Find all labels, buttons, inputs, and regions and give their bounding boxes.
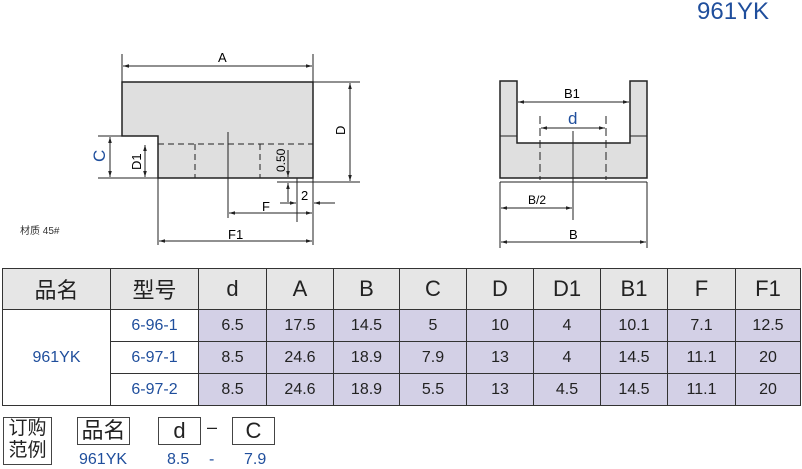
value-cell: 11.1	[667, 373, 736, 406]
header-cell: A	[266, 268, 334, 310]
order-label-top: 订购	[8, 418, 47, 439]
dim-gap-label: 0.50	[274, 148, 288, 172]
value-cell: 6.5	[198, 309, 267, 342]
order-label-bottom: 范例	[8, 440, 47, 461]
c-value: 7.9	[244, 451, 267, 468]
dim-b-half-label: B/2	[528, 193, 546, 207]
value-cell: 20	[735, 373, 801, 406]
dim-2-label: 2	[301, 188, 308, 203]
value-cell: 18.9	[333, 341, 400, 374]
name-value: 961YK	[79, 451, 128, 468]
d-box: d	[158, 417, 201, 445]
header-cell: B1	[600, 268, 668, 310]
header-cell: 型号	[110, 268, 199, 310]
table-row: 6-97-1 8.5 24.6 18.9 7.9 13 4 14.5 11.1 …	[3, 341, 801, 374]
header-cell: 品名	[2, 268, 111, 310]
dim-d-label: D	[333, 126, 348, 135]
c-box: C	[232, 417, 275, 445]
header-cell: F1	[735, 268, 801, 310]
value-cell: 7.1	[667, 309, 736, 342]
dim-f1-label: F1	[228, 227, 243, 242]
header-cell: B	[333, 268, 400, 310]
d-value: 8.5	[167, 451, 190, 468]
dim-c-label: C	[90, 150, 109, 162]
model-cell: 6-97-1	[110, 341, 199, 374]
dim-d1-label: D1	[129, 153, 144, 170]
header-cell: C	[399, 268, 467, 310]
model-cell: 6-97-2	[110, 373, 199, 406]
value-cell: 14.5	[333, 309, 400, 342]
value-cell: 8.5	[198, 341, 267, 374]
value-cell: 13	[466, 341, 534, 374]
table-row: 961YK 6-96-1 6.5 17.5 14.5 5 10 4 10.1 7…	[2, 309, 801, 406]
dash-value: -	[209, 451, 215, 468]
table-header-row: 品名 型号 d A B C D D1 B1 F F1	[2, 268, 801, 310]
value-cell: 17.5	[266, 309, 334, 342]
side-view	[98, 54, 360, 245]
value-cell: 4	[533, 341, 601, 374]
technical-drawing: A D C D1 0.50 2 F F1 材质 45# B1 d B/2 B	[20, 50, 648, 248]
value-cell: 14.5	[600, 341, 668, 374]
value-cell: 11.1	[667, 341, 736, 374]
value-cell: 13	[466, 373, 534, 406]
spec-table: 品名 型号 d A B C D D1 B1 F F1 961YK 6-96-1 …	[2, 268, 801, 406]
value-cell: 20	[735, 341, 801, 374]
header-cell: F	[667, 268, 736, 310]
value-cell: 5.5	[399, 373, 467, 406]
value-cell: 24.6	[266, 373, 334, 406]
value-cell: 12.5	[735, 309, 801, 342]
value-cell: 5	[399, 309, 467, 342]
name-box: 品名	[77, 417, 130, 445]
header-cell: D1	[533, 268, 601, 310]
dash-separator: –	[207, 417, 218, 437]
header-cell: D	[466, 268, 534, 310]
value-cell: 24.6	[266, 341, 334, 374]
dim-f-label: F	[262, 199, 270, 214]
value-cell: 10.1	[600, 309, 668, 342]
product-title: 961YK	[697, 0, 770, 25]
value-cell: 4	[533, 309, 601, 342]
header-cell: d	[198, 268, 267, 310]
dim-b1-label: B1	[564, 86, 580, 101]
material-note: 材质 45#	[20, 224, 60, 237]
value-cell: 14.5	[600, 373, 668, 406]
value-cell: 7.9	[399, 341, 467, 374]
value-cell: 8.5	[198, 373, 267, 406]
dim-b-label: B	[569, 227, 578, 242]
table-row: 6-97-2 8.5 24.6 18.9 5.5 13 4.5 14.5 11.…	[3, 373, 801, 406]
product-name-cell: 961YK	[2, 309, 111, 406]
value-cell: 10	[466, 309, 534, 342]
dim-d-bore-label: d	[568, 109, 577, 128]
order-example-label: 订购 范例	[3, 417, 52, 465]
dim-a-label: A	[218, 50, 227, 65]
value-cell: 4.5	[533, 373, 601, 406]
model-cell: 6-96-1	[110, 309, 199, 342]
front-view	[499, 80, 648, 248]
value-cell: 18.9	[333, 373, 400, 406]
